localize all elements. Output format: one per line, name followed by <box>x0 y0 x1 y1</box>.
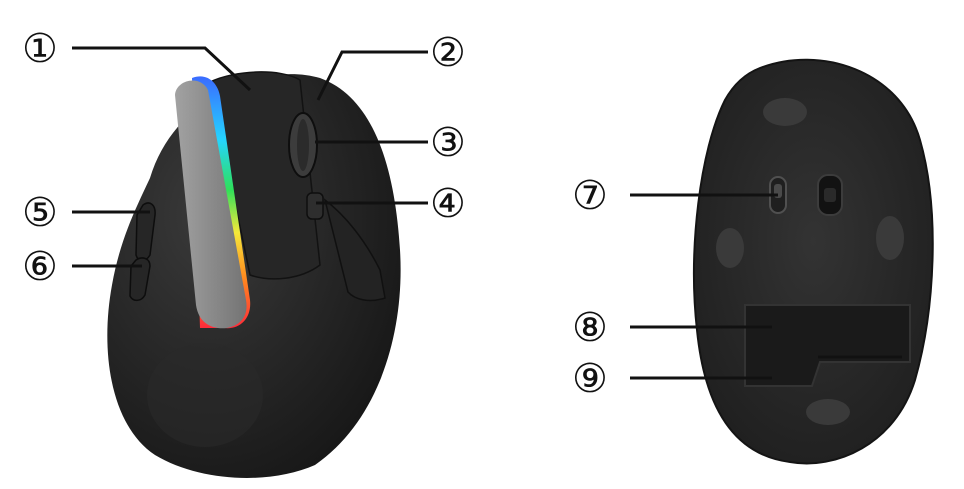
side-button-forward <box>135 202 156 261</box>
battery-cover <box>744 304 911 387</box>
thumb-rest-panel <box>175 80 247 329</box>
callout-2: ② <box>430 30 466 76</box>
callout-8: ⑧ <box>572 305 608 351</box>
callout-1: ① <box>22 26 58 72</box>
side-button-back <box>129 257 151 302</box>
callout-7: ⑦ <box>572 173 608 219</box>
callout-6: ⑥ <box>22 244 58 290</box>
leader-line-1 <box>72 46 252 92</box>
rubber-foot-bottom <box>806 399 850 425</box>
callout-9: ⑨ <box>572 356 608 402</box>
callout-5: ⑤ <box>22 190 58 236</box>
leader-line-2 <box>316 50 428 101</box>
rubber-foot-top <box>763 98 807 126</box>
right-click-button <box>323 198 386 302</box>
body-highlight <box>147 343 263 447</box>
mouse-bottom-view <box>693 58 934 465</box>
dpi-button <box>306 192 324 220</box>
callout-3: ③ <box>430 120 466 166</box>
callout-labels: ① ② ③ ④ ⑤ ⑥ ⑦ ⑧ ⑨ <box>22 26 608 402</box>
callout-4: ④ <box>430 181 466 227</box>
scroll-wheel-groove <box>297 119 309 171</box>
rubber-foot-left <box>716 228 744 268</box>
optical-sensor-lens <box>824 188 836 202</box>
rubber-foot-right <box>876 216 904 260</box>
leader-lines <box>72 46 902 380</box>
mouse-side-view <box>107 71 401 478</box>
